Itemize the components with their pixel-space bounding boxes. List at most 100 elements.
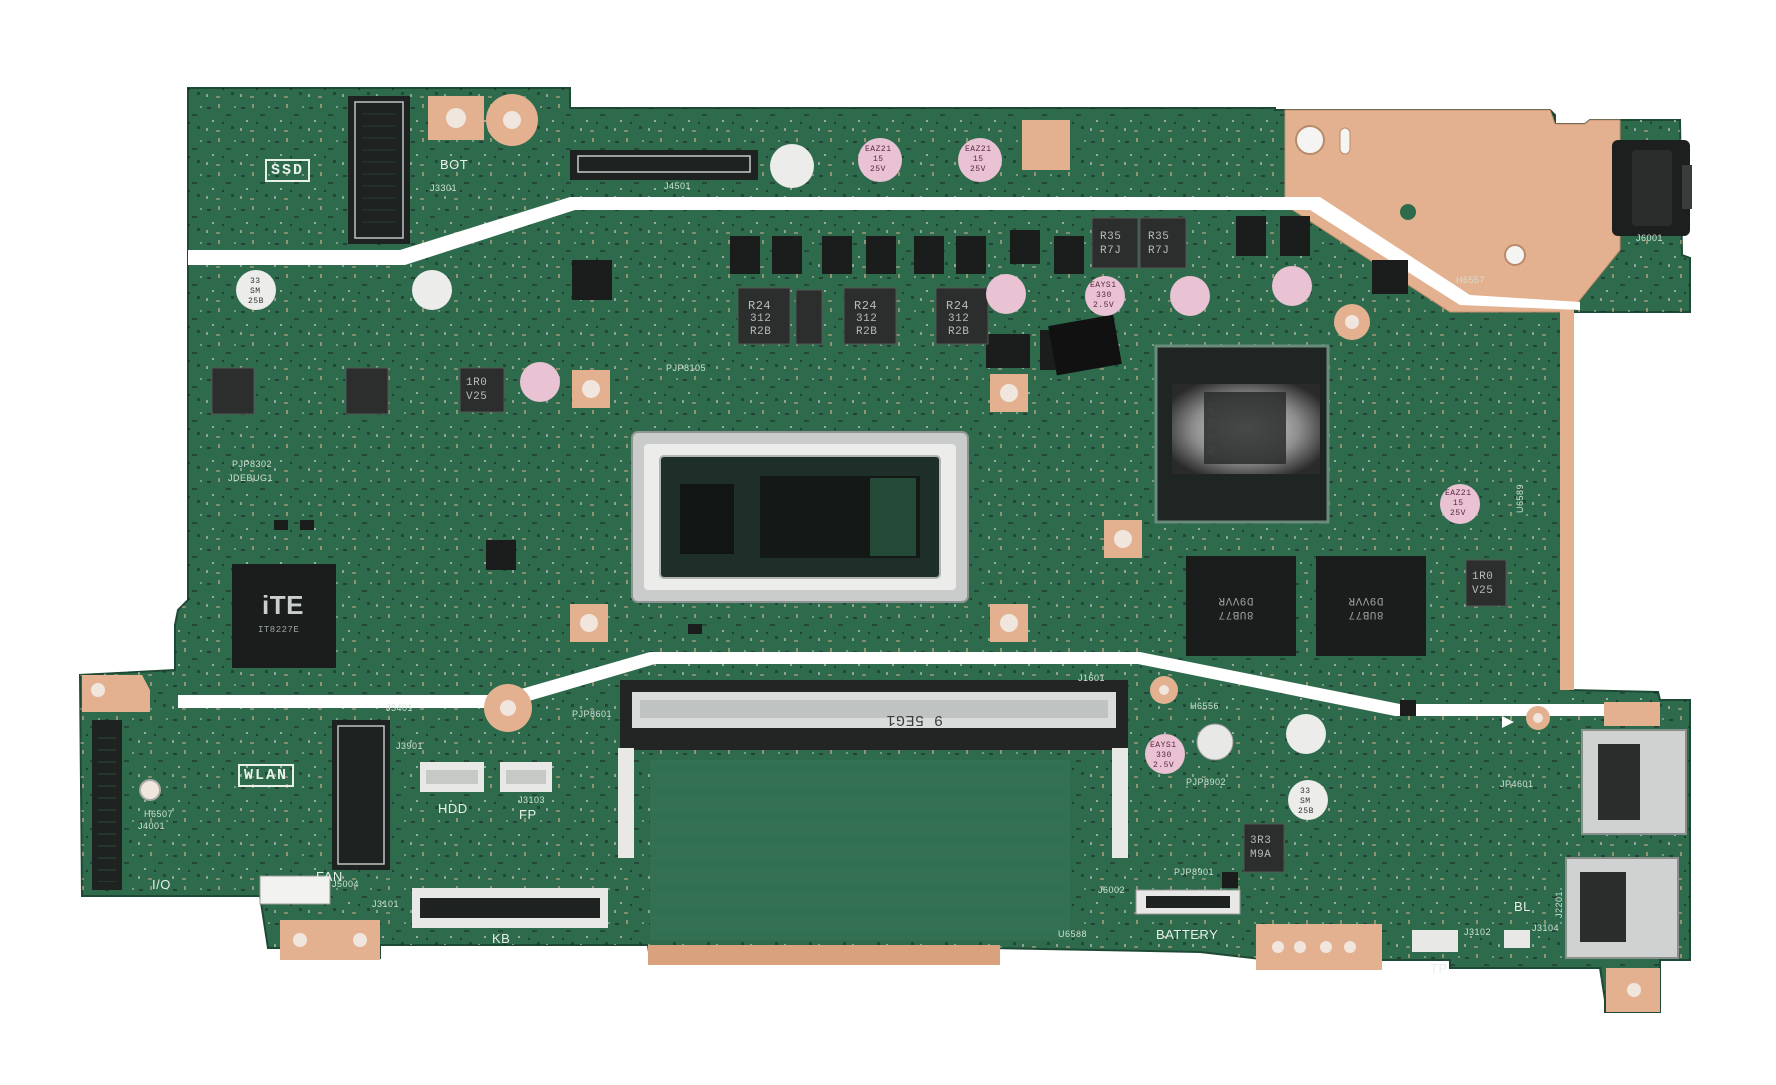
- inductor-1r0-a: 1R0: [466, 377, 488, 389]
- cap-eaz21-i: 25V: [1450, 509, 1466, 518]
- ref-jdebug: JDEBUG1: [228, 473, 274, 483]
- ref-pjp8302: PJP8302: [232, 459, 273, 469]
- cap-eaz21-g: EAZ21: [1445, 489, 1472, 498]
- ref-j3102: J3102: [1464, 927, 1492, 937]
- ref-h6556: H6556: [1190, 701, 1220, 711]
- ref-j3301: J3301: [430, 183, 458, 193]
- cap-33-c: 25B: [248, 297, 264, 306]
- ref-j3101: J3101: [372, 899, 400, 909]
- copper-strip-right: [1560, 310, 1574, 690]
- ram-slot-mark: 9 5EG1: [886, 711, 944, 728]
- gpu-die: [1204, 392, 1286, 464]
- ec-chip-sub: IT8227E: [258, 625, 300, 635]
- cap-eaz21-f: 25V: [970, 165, 986, 174]
- cap-eaz21-d: EAZ21: [965, 145, 992, 154]
- cap-33-d: 33: [1300, 787, 1311, 796]
- inductor-r24-b: R24: [854, 299, 878, 313]
- gold-fingers: [648, 945, 1000, 965]
- cap-eays1-c: 2.5V: [1093, 301, 1115, 310]
- ref-j2201: J2201: [1554, 890, 1565, 919]
- inductor-r24-b-sub: 312: [856, 313, 878, 325]
- thermal-strip-bottom: [178, 652, 1660, 716]
- cap-33-e: SM: [1300, 797, 1311, 806]
- tp-label: TP: [1430, 961, 1448, 976]
- cpu-die-pch: [680, 484, 734, 554]
- vram-2-mark: D9VVR: [1348, 594, 1384, 606]
- ec-chip: [232, 564, 336, 668]
- fan-connector: [259, 875, 331, 905]
- cap-33-b: SM: [250, 287, 261, 296]
- inductor-r35-a-sub: R7J: [1100, 245, 1122, 257]
- ssd-label: SSD: [265, 159, 311, 182]
- vram-1-sub: 8UB77: [1218, 608, 1254, 620]
- ref-pjp8902: PJP8902: [1186, 777, 1227, 787]
- inductor-r35-b: R35: [1148, 231, 1170, 243]
- ref-pjp8901: PJP8901: [1174, 867, 1215, 877]
- inductor-r24-c-sub: 312: [948, 313, 970, 325]
- wlan-connector: [332, 720, 390, 870]
- vram-chip-2: [1316, 556, 1426, 656]
- cap-eaz21-b: 15: [873, 155, 884, 164]
- cap-eays1-e: 330: [1156, 751, 1172, 760]
- small-ics: [274, 260, 1416, 888]
- cap-eaz21-c: 25V: [870, 165, 886, 174]
- kb-label: KB: [492, 931, 511, 946]
- bot-connector: [570, 150, 758, 180]
- ref-h6507: H6507: [144, 809, 174, 819]
- ref-j4001: J4001: [138, 821, 166, 831]
- inductor-r24-a-sub2: R2B: [750, 326, 772, 338]
- vram-2-sub: 8UB77: [1348, 608, 1384, 620]
- battery-label: BATTERY: [1156, 927, 1219, 942]
- tp-connector: [1412, 930, 1458, 952]
- fan-label: FAN: [316, 869, 343, 884]
- inductor-r24-c: R24: [946, 299, 970, 313]
- cap-eays1-f: 2.5V: [1153, 761, 1175, 770]
- ref-j6002: J6002: [1098, 885, 1126, 895]
- hdd-label: HDD: [438, 801, 468, 816]
- bot-label: BOT: [440, 157, 469, 172]
- ref-j6001: J6001: [1636, 233, 1664, 243]
- cap-eays1-d: EAYS1: [1150, 741, 1177, 750]
- capacitor-cans: [236, 138, 1480, 820]
- wlan-label: WLAN: [238, 764, 295, 787]
- ref-pjp8105: PJP8105: [666, 363, 707, 373]
- ref-j3103: J3103: [518, 795, 546, 805]
- mosfet-row: [730, 216, 1408, 370]
- bl-label: BL: [1514, 899, 1531, 914]
- ref-j1601: J1601: [1078, 673, 1106, 683]
- ref-u6588: U6588: [1058, 929, 1088, 939]
- vram-chip-1: [1186, 556, 1296, 656]
- inductor-3r3: 3R3: [1250, 835, 1272, 847]
- ref-h6557: H6557: [1456, 275, 1486, 285]
- ref-j5401: J5401: [386, 703, 414, 713]
- ec-chip-mark: iTE: [262, 590, 304, 620]
- cap-33-a: 33: [250, 277, 261, 286]
- inductor-r24-b-sub2: R2B: [856, 326, 878, 338]
- cap-eays1-b: 330: [1096, 291, 1112, 300]
- ref-pjp8601: PJP8601: [572, 709, 613, 719]
- io-label: I/O: [152, 877, 171, 892]
- inductor-r24-c-sub2: R2B: [948, 326, 970, 338]
- ref-j4501: J4501: [664, 181, 692, 191]
- cap-eaz21-e: 15: [973, 155, 984, 164]
- inductor-r24-a-sub: 312: [750, 313, 772, 325]
- cap-33-f: 25B: [1298, 807, 1314, 816]
- inductor-1r0-b-sub: V25: [1472, 585, 1494, 597]
- ref-u6589: U6589: [1515, 483, 1526, 514]
- inductor-r35-a: R35: [1100, 231, 1122, 243]
- cap-eaz21-h: 15: [1453, 499, 1464, 508]
- inductor-3r3-sub: M9A: [1250, 849, 1272, 861]
- inductor-group: [211, 217, 1507, 873]
- inductor-1r0-a-sub: V25: [466, 391, 488, 403]
- inductor-r35-b-sub: R7J: [1148, 245, 1170, 257]
- gpu-mark: N17S-G0-A1: [1207, 401, 1217, 455]
- inductor-1r0-b: 1R0: [1472, 571, 1494, 583]
- vram-1-mark: D9VVR: [1218, 594, 1254, 606]
- ref-j3104: J3104: [1532, 923, 1560, 933]
- ref-j3901: J3901: [396, 741, 424, 751]
- ref-j5004: J5004: [332, 879, 360, 889]
- cap-eays1-a: EAYS1: [1090, 281, 1117, 290]
- fp-label: FP: [519, 807, 537, 822]
